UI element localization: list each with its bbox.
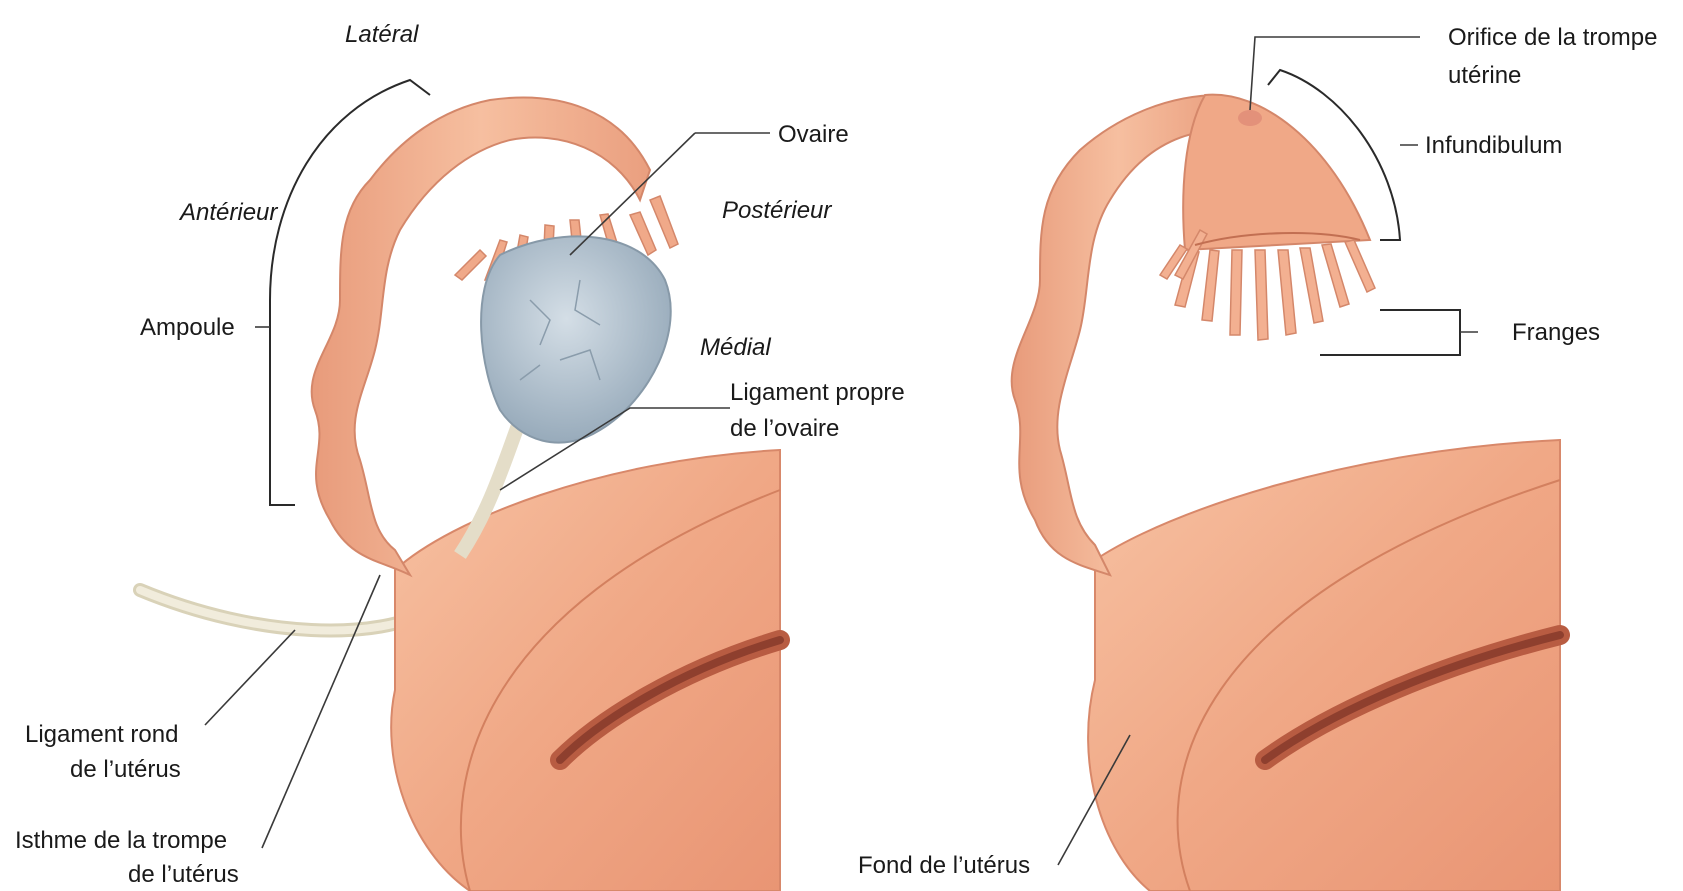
label-lateral: Latéral (345, 21, 419, 48)
ovary (481, 236, 671, 442)
label-ligament-rond-2: de l’utérus (70, 756, 181, 783)
label-ligament-rond-1: Ligament rond (25, 721, 178, 748)
tube-orifice (1238, 110, 1262, 126)
label-infundibulum: Infundibulum (1425, 132, 1562, 159)
label-isthme-1: Isthme de la trompe (15, 827, 227, 854)
label-posterior: Postérieur (722, 197, 832, 224)
label-fond: Fond de l’utérus (858, 852, 1030, 879)
label-orifice-1: Orifice de la trompe (1448, 24, 1657, 51)
uterus-right (1088, 440, 1560, 891)
label-ampoule: Ampoule (140, 314, 235, 341)
infundibulum (1183, 95, 1370, 250)
label-isthme-2: de l’utérus (128, 861, 239, 888)
label-anterior: Antérieur (178, 199, 278, 226)
label-ligament-propre-1: Ligament propre (730, 379, 905, 406)
franges-bracket (1320, 310, 1460, 355)
label-franges: Franges (1512, 319, 1600, 346)
label-orifice-2: utérine (1448, 62, 1521, 89)
label-ligament-propre-2: de l’ovaire (730, 415, 839, 442)
label-medial: Médial (700, 334, 771, 361)
right-panel (1012, 37, 1560, 891)
label-ovaire: Ovaire (778, 121, 849, 148)
